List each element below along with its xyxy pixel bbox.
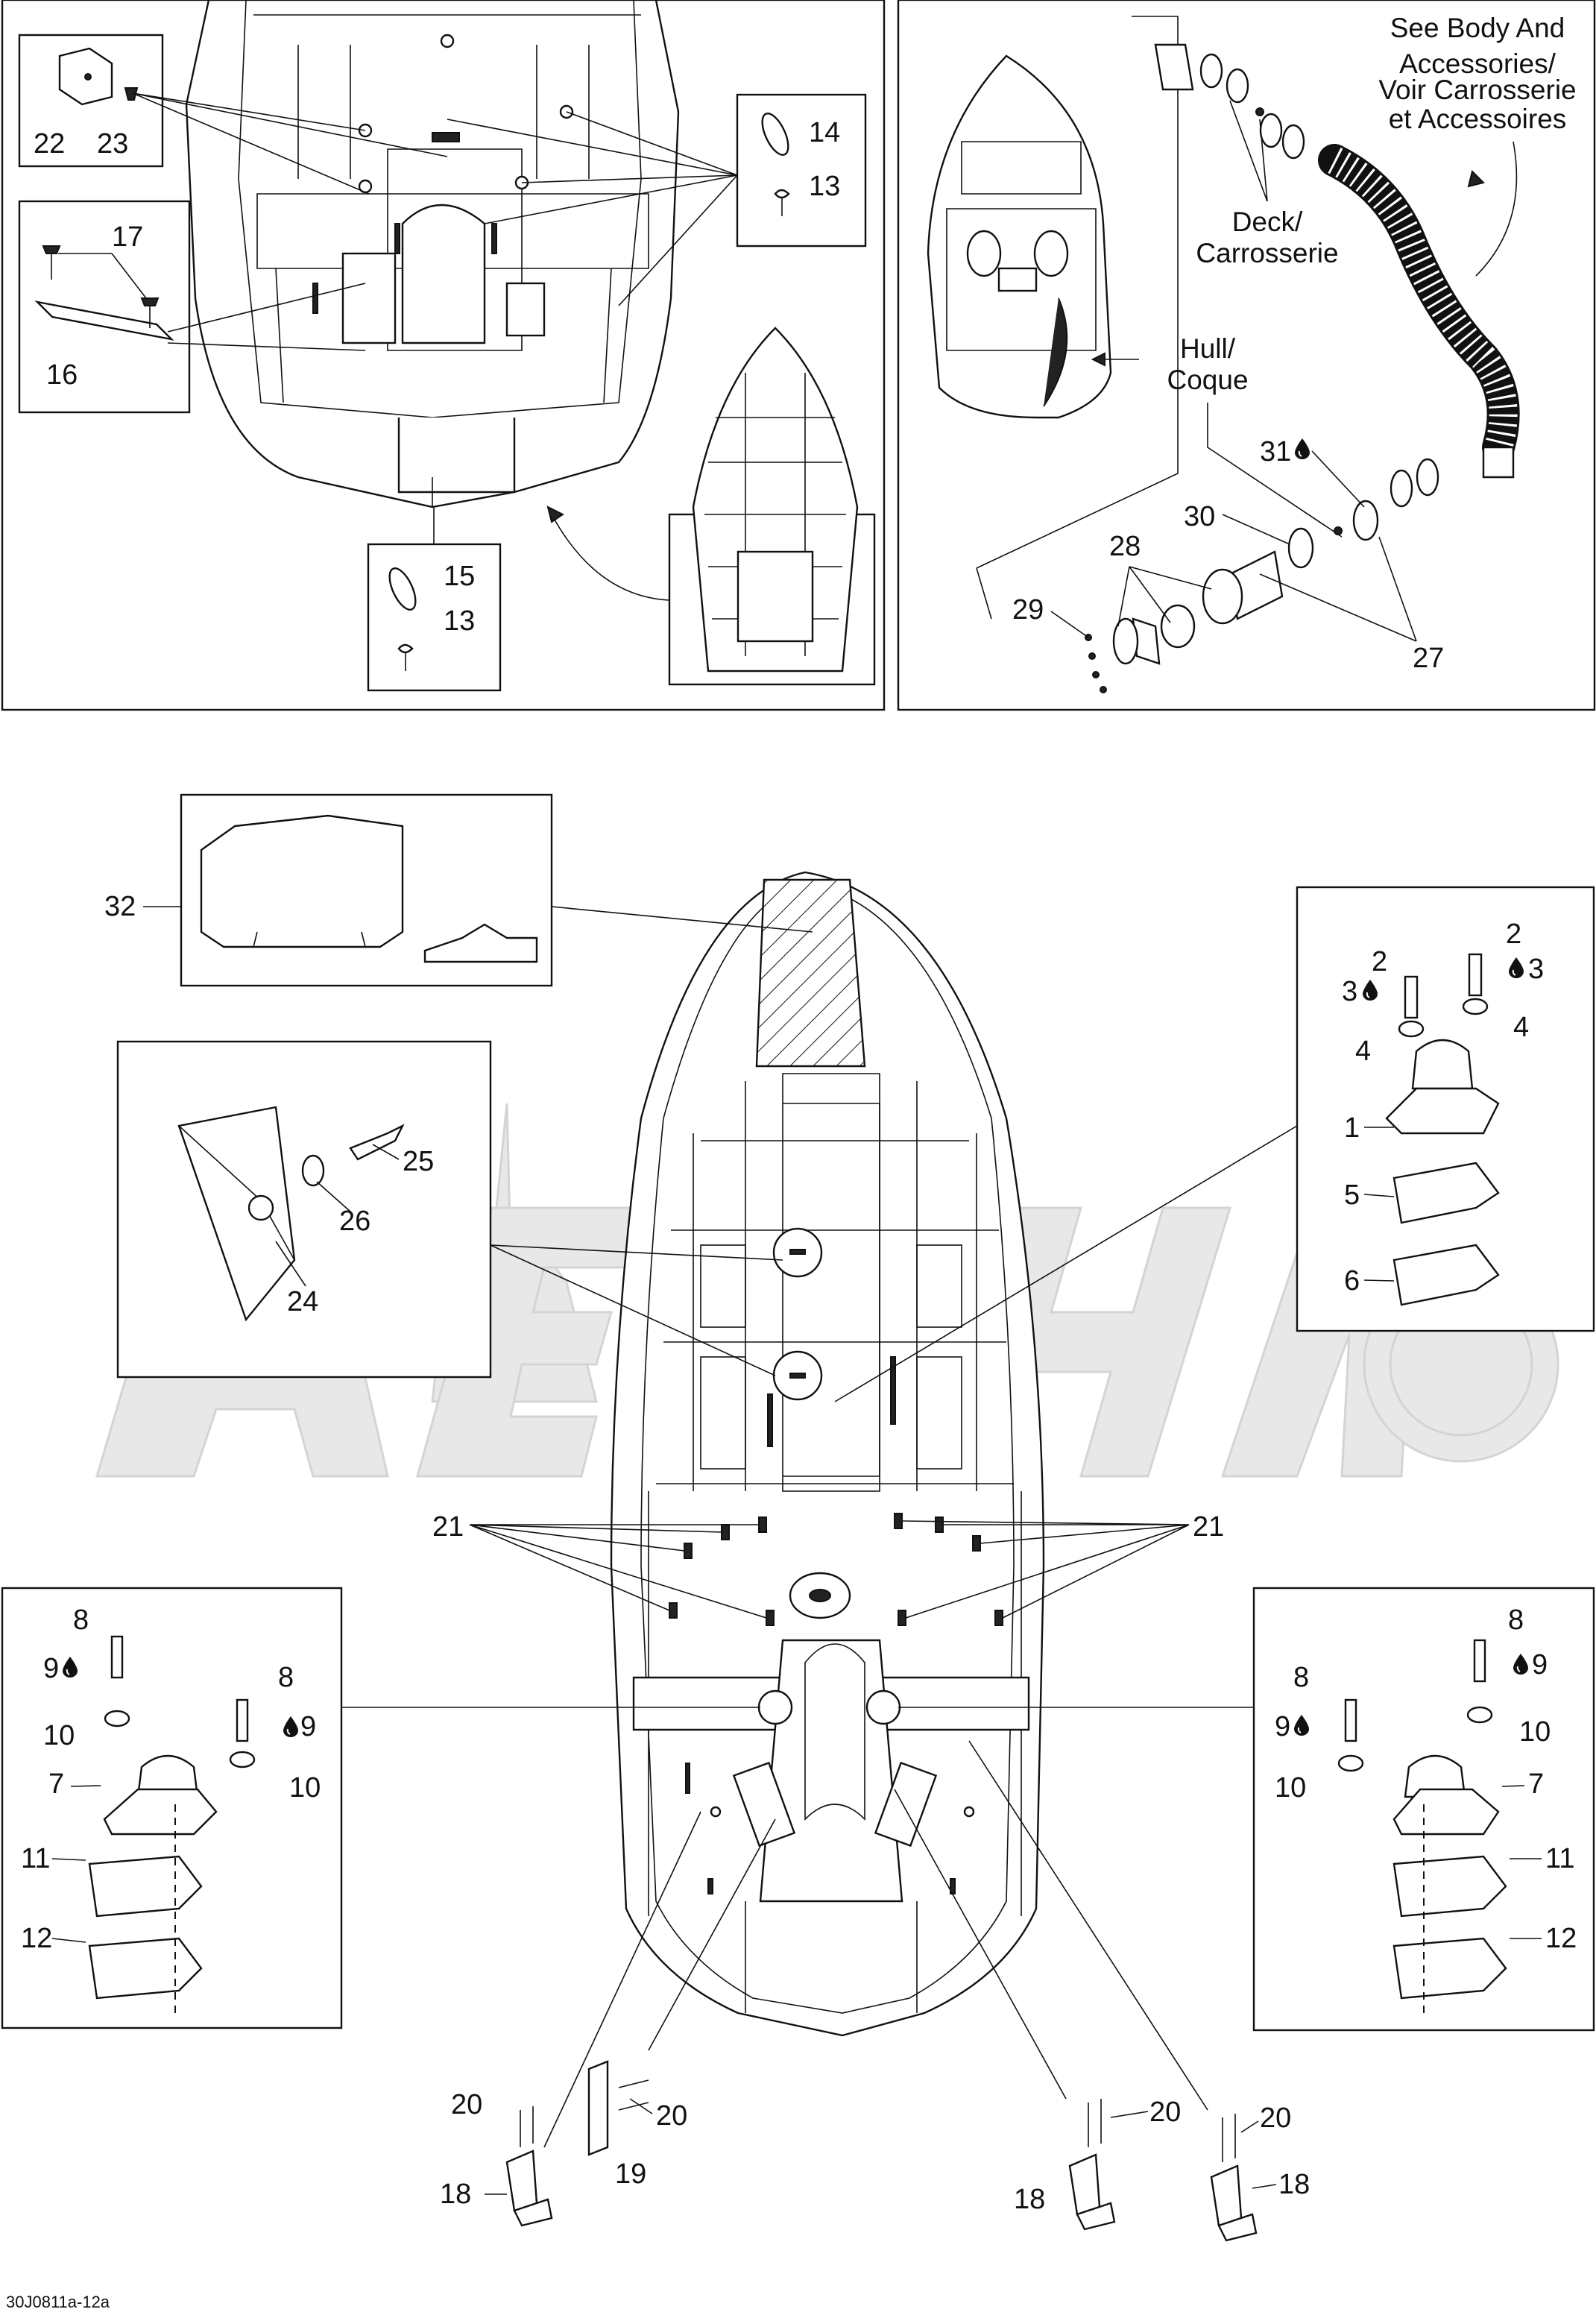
callout-8a: 8 bbox=[73, 1604, 89, 1636]
callout-24: 24 bbox=[287, 1286, 318, 1317]
callout-2a: 2 bbox=[1372, 946, 1387, 977]
callout-26: 26 bbox=[339, 1206, 370, 1237]
callout-10a: 10 bbox=[43, 1720, 75, 1751]
callout-18a: 18 bbox=[440, 2179, 471, 2210]
callouts-21: 21 21 bbox=[432, 1511, 1224, 1619]
note-deck-1: Deck/ bbox=[1232, 207, 1303, 237]
callout-box-1-6: 2 2 3 3 4 4 1 5 6 bbox=[834, 886, 1595, 1402]
note-see-body-1: See Body And bbox=[1390, 13, 1565, 43]
bottom-brackets: 20 18 20 19 20 18 20 18 bbox=[440, 1740, 1310, 2242]
callout-10c: 10 bbox=[1519, 1716, 1551, 1748]
callout-box-7-12-right: 8 9 8 9 10 10 7 11 12 bbox=[898, 1587, 1595, 2032]
callout-11r: 11 bbox=[1545, 1843, 1574, 1874]
note-see-body-4: et Accessoires bbox=[1389, 104, 1567, 134]
callout-5: 5 bbox=[1344, 1179, 1360, 1211]
note-hull-1: Hull/ bbox=[1180, 333, 1236, 364]
callout-31: 31 bbox=[1260, 436, 1291, 467]
callout-29: 29 bbox=[1012, 594, 1044, 626]
callout-box-7-12: 8 9 8 9 10 10 7 11 12 bbox=[1, 1587, 760, 2029]
callout-8d: 8 bbox=[1293, 1662, 1309, 1693]
figure-code: 30J0811a-12a bbox=[6, 2293, 110, 2311]
callout-20d: 20 bbox=[1260, 2103, 1291, 2134]
callout-20c: 20 bbox=[1149, 2097, 1181, 2128]
callout-2b: 2 bbox=[1506, 919, 1521, 950]
callout-19: 19 bbox=[615, 2158, 646, 2190]
callout-20a: 20 bbox=[451, 2089, 482, 2120]
callout-12r: 12 bbox=[1545, 1923, 1577, 1954]
callout-25: 25 bbox=[403, 1146, 434, 1177]
callout-3a: 3 bbox=[1342, 976, 1357, 1007]
callout-30: 30 bbox=[1184, 501, 1215, 532]
note-deck-2: Carrosserie bbox=[1196, 238, 1338, 268]
callout-9a: 9 bbox=[43, 1653, 59, 1684]
callout-box-24-25-26: 25 26 24 bbox=[116, 1040, 783, 1379]
callout-box-14-13 bbox=[736, 93, 867, 248]
callout-13b: 13 bbox=[444, 605, 475, 637]
callout-7r: 7 bbox=[1528, 1768, 1544, 1800]
callout-21b: 21 bbox=[1193, 1511, 1224, 1543]
callout-9d: 9 bbox=[1275, 1711, 1290, 1742]
callout-12: 12 bbox=[21, 1923, 52, 1954]
top-right-panel: See Body And Accessories/ Voir Carrosser… bbox=[897, 0, 1596, 711]
note-see-body-2: Accessories/ bbox=[1399, 48, 1556, 79]
callout-18c: 18 bbox=[1278, 2169, 1310, 2200]
callout-16: 16 bbox=[46, 359, 78, 391]
callout-21a: 21 bbox=[432, 1511, 464, 1543]
callout-box-15-13 bbox=[367, 543, 502, 692]
callout-17: 17 bbox=[112, 221, 143, 253]
main-hull bbox=[610, 871, 1045, 2037]
callout-9b: 9 bbox=[300, 1711, 316, 1742]
callout-18b: 18 bbox=[1014, 2184, 1045, 2215]
callout-1: 1 bbox=[1344, 1112, 1360, 1144]
callout-10d: 10 bbox=[1275, 1772, 1306, 1804]
oil-drop-icon bbox=[1295, 438, 1310, 459]
callout-15: 15 bbox=[444, 561, 475, 592]
callout-3b: 3 bbox=[1528, 954, 1544, 985]
callout-7: 7 bbox=[48, 1768, 64, 1800]
note-hull-2: Coque bbox=[1167, 365, 1248, 395]
callout-13a: 13 bbox=[809, 171, 840, 202]
note-see-body-3: Voir Carrosserie bbox=[1378, 75, 1576, 105]
callout-8c: 8 bbox=[1508, 1604, 1524, 1636]
callout-22: 22 bbox=[34, 128, 65, 160]
top-left-panel: 22 23 17 16 14 13 15 13 bbox=[1, 0, 886, 711]
callout-14: 14 bbox=[809, 117, 840, 148]
callout-10b: 10 bbox=[289, 1772, 321, 1804]
callout-6: 6 bbox=[1344, 1265, 1360, 1297]
callout-4a: 4 bbox=[1355, 1036, 1371, 1067]
callout-9c: 9 bbox=[1532, 1649, 1548, 1681]
callout-11: 11 bbox=[21, 1843, 50, 1874]
callout-32: 32 bbox=[104, 891, 136, 922]
callout-box-32: 32 bbox=[104, 793, 813, 987]
callout-27: 27 bbox=[1413, 643, 1444, 674]
callout-20b: 20 bbox=[656, 2100, 687, 2132]
callout-4b: 4 bbox=[1513, 1012, 1529, 1043]
callout-8b: 8 bbox=[278, 1662, 294, 1693]
callout-28: 28 bbox=[1109, 531, 1141, 562]
callout-23: 23 bbox=[97, 128, 128, 160]
